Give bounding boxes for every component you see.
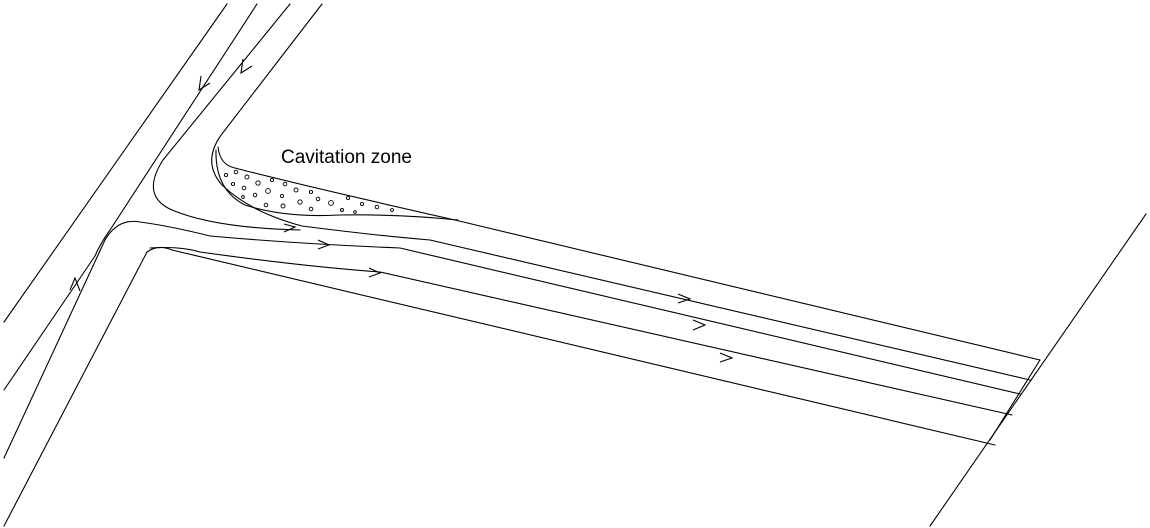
channel-outer-corner-wall [3,246,996,527]
arrow-main-2 [692,319,707,331]
cavitation-zone-boundary [215,149,459,221]
flow-line-inlet-up [3,220,1021,459]
inlet-left-wall-lower [3,3,258,391]
arrow-corner-1 [283,223,297,233]
arrow-inlet-up [69,276,81,292]
arrow-inlet-down-1 [198,75,211,92]
channel-inner-corner-wall [211,3,1031,381]
flow-line-inlet-down [152,3,301,231]
arrow-corner-3 [368,267,382,278]
arrow-main-3 [719,352,734,363]
outlet-end-cap [989,359,1041,441]
cavitation-zone-label: Cavitation zone [281,147,412,168]
outlet-right-wall [929,213,1147,527]
arrow-inlet-down-2 [240,58,253,75]
inlet-left-wall [3,3,228,323]
arrow-corner-2 [317,239,331,250]
arrow-main-1 [677,293,692,304]
main-channel-streamline-3 [149,246,1013,416]
cavitation-bubbles [223,169,394,214]
main-channel-top-wall [217,146,1041,361]
